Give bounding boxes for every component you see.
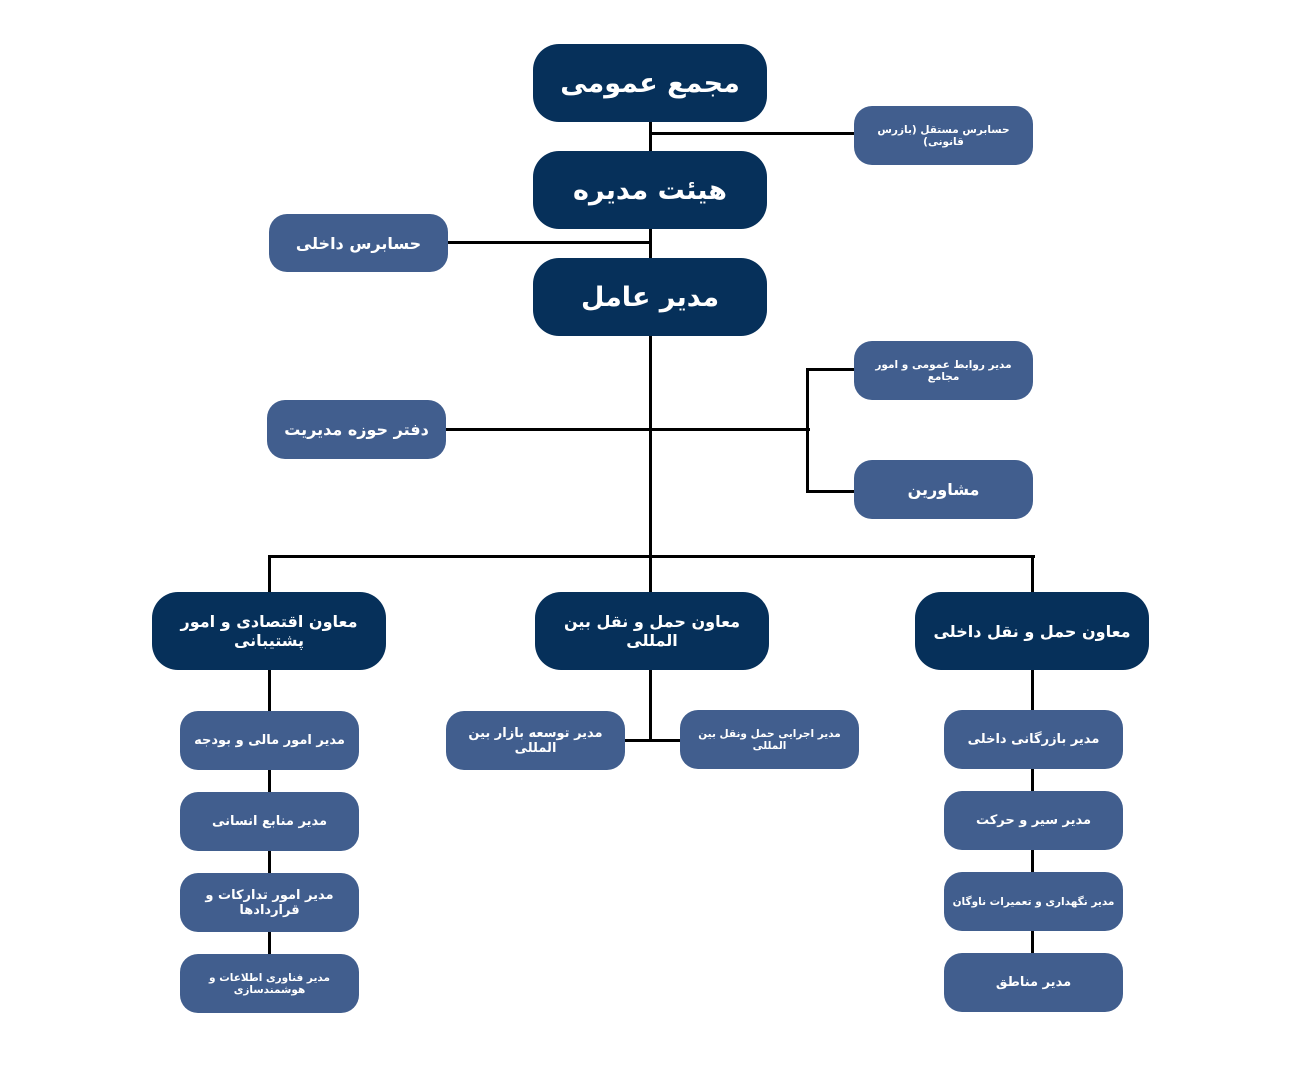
- connector: [268, 555, 271, 592]
- node-deputy-economic: معاون اقتصادی و امور پشتیبانی: [152, 592, 386, 670]
- node-internal-auditor: حسابرس داخلی: [269, 214, 448, 272]
- connector: [1031, 555, 1034, 592]
- node-procurement-manager: مدیر امور تدارکات و قراردادها: [180, 873, 359, 932]
- node-regions-manager: مدیر مناطق: [944, 953, 1123, 1012]
- node-deputy-international: معاون حمل و نقل بین المللی: [535, 592, 769, 670]
- connector: [625, 739, 680, 742]
- node-traffic-manager: مدیر سیر و حرکت: [944, 791, 1123, 850]
- node-management-office: دفتر حوزه مدیریت: [267, 400, 446, 459]
- node-intl-market-manager: مدیر توسعه بازار بین المللی: [446, 711, 625, 770]
- node-deputy-domestic: معاون حمل و نقل داخلی: [915, 592, 1149, 670]
- node-board: هیئت مدیره: [533, 151, 767, 229]
- connector: [806, 368, 854, 371]
- node-hr-manager: مدیر منابع انسانی: [180, 792, 359, 851]
- connector: [806, 368, 809, 493]
- node-domestic-trade-manager: مدیر بازرگانی داخلی: [944, 710, 1123, 769]
- connector: [806, 490, 854, 493]
- node-fleet-maintenance-manager: مدیر نگهداری و تعمیرات ناوگان: [944, 872, 1123, 931]
- connector: [651, 132, 854, 135]
- node-it-manager: مدیر فناوری اطلاعات و هوشمندسازی: [180, 954, 359, 1013]
- node-advisors: مشاورین: [854, 460, 1033, 519]
- node-finance-manager: مدیر امور مالی و بودجه: [180, 711, 359, 770]
- node-independent-auditor: حسابرس مستقل (بازرس قانونی): [854, 106, 1033, 165]
- connector: [649, 670, 652, 742]
- node-intl-exec-manager: مدیر اجرایی حمل ونقل بین المللی: [680, 710, 859, 769]
- connector: [649, 122, 652, 592]
- connector: [268, 555, 1035, 558]
- node-pr-manager: مدیر روابط عمومی و امور مجامع: [854, 341, 1033, 400]
- node-general-assembly: مجمع عمومی: [533, 44, 767, 122]
- node-ceo: مدیر عامل: [533, 258, 767, 336]
- connector: [446, 428, 810, 431]
- connector: [448, 241, 651, 244]
